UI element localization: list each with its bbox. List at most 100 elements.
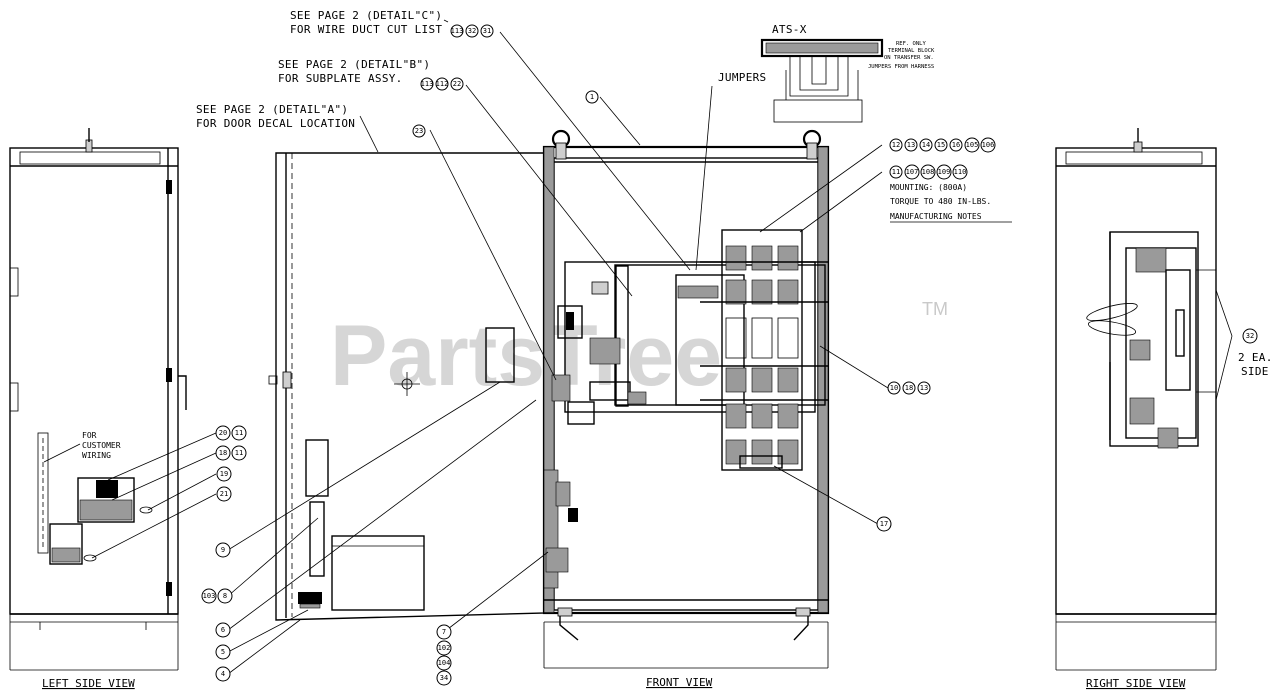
note-detail-b-line1: SEE PAGE 2 (DETAIL"B"): [278, 58, 430, 71]
balloon-32-right: 32: [1242, 328, 1258, 344]
balloon-14: 14: [919, 138, 933, 152]
watermark-tm: TM: [922, 299, 948, 319]
ats-note-terminal-block: TERMINAL BLOCK: [888, 48, 935, 54]
balloon-15: 15: [934, 138, 948, 152]
front-view-label: FRONT VIEW: [646, 676, 713, 689]
balloon-22: 22: [450, 77, 464, 91]
balloon-105: 105: [964, 137, 980, 153]
two-each-label-1: 2 EA.: [1238, 351, 1273, 364]
svg-text:19: 19: [220, 470, 228, 478]
balloon-34: 34: [436, 670, 452, 686]
note-detail-b-line2: FOR SUBPLATE ASSY.: [278, 72, 403, 85]
svg-text:18: 18: [905, 384, 913, 392]
svg-text:102: 102: [438, 644, 451, 652]
svg-text:7: 7: [442, 628, 446, 636]
svg-text:13: 13: [907, 141, 915, 149]
balloon-20: 20: [215, 425, 231, 441]
svg-text:8: 8: [223, 592, 227, 600]
svg-text:11: 11: [235, 449, 243, 457]
balloon-104: 104: [436, 655, 452, 671]
balloon-7: 7: [436, 624, 452, 640]
svg-text:106: 106: [982, 141, 995, 149]
mounting-note-2: TORQUE TO 480 IN-LBS.: [890, 197, 991, 206]
svg-text:22: 22: [453, 80, 461, 88]
svg-text:18: 18: [219, 449, 227, 457]
left-side-view-label: LEFT SIDE VIEW: [42, 677, 135, 690]
svg-text:113: 113: [421, 80, 434, 88]
svg-text:103: 103: [203, 592, 216, 600]
svg-text:32: 32: [468, 27, 476, 35]
customer-wiring-label-1: FOR: [82, 431, 97, 440]
front-view-cabinet: [542, 129, 830, 669]
note-detail-c-line1: SEE PAGE 2 (DETAIL"C"): [290, 9, 442, 22]
svg-text:112: 112: [436, 80, 449, 88]
jumpers-label: JUMPERS: [718, 71, 766, 84]
mounting-note-3: MANUFACTURING NOTES: [890, 212, 982, 221]
customer-wiring-label-2: CUSTOMER: [82, 441, 121, 450]
svg-text:4: 4: [221, 670, 225, 678]
balloon-112: 112: [435, 77, 449, 91]
svg-text:110: 110: [954, 168, 967, 176]
svg-text:109: 109: [938, 168, 951, 176]
balloon-18: 18: [215, 445, 231, 461]
ats-x-label: ATS-X: [772, 23, 807, 36]
svg-text:23: 23: [415, 127, 423, 135]
balloon-5: 5: [215, 644, 231, 660]
svg-text:1: 1: [590, 93, 594, 101]
note-detail-a-line1: SEE PAGE 2 (DETAIL"A"): [196, 103, 348, 116]
balloon-110: 110: [952, 164, 968, 180]
right-side-view-label: RIGHT SIDE VIEW: [1086, 677, 1186, 690]
ats-x-terminal-block: [760, 38, 884, 123]
balloon-12: 12: [889, 138, 903, 152]
svg-text:6: 6: [221, 626, 225, 634]
svg-text:5: 5: [221, 648, 225, 656]
svg-text:10: 10: [890, 384, 898, 392]
balloon-18-right: 18: [902, 381, 916, 395]
svg-text:31: 31: [483, 27, 491, 35]
svg-text:108: 108: [922, 168, 935, 176]
balloon-10: 10: [887, 381, 901, 395]
svg-text:105: 105: [966, 141, 979, 149]
balloon-11-left-b: 11: [231, 445, 247, 461]
svg-text:20: 20: [219, 429, 227, 437]
svg-text:13: 13: [920, 384, 928, 392]
svg-text:9: 9: [221, 546, 225, 554]
svg-text:107: 107: [906, 168, 919, 176]
ats-note-jumpers-harness: JUMPERS FROM HARNESS: [868, 64, 934, 70]
svg-text:34: 34: [440, 674, 448, 682]
balloon-102: 102: [436, 640, 452, 656]
svg-text:16: 16: [952, 141, 960, 149]
ats-note-ref-only: REF. ONLY: [896, 41, 926, 47]
note-detail-a-line2: FOR DOOR DECAL LOCATION: [196, 117, 355, 130]
svg-text:11: 11: [892, 168, 900, 176]
balloon-113b: 113: [420, 77, 434, 91]
balloon-6: 6: [215, 622, 231, 638]
balloon-13: 13: [904, 138, 918, 152]
svg-text:17: 17: [880, 520, 888, 528]
note-detail-c-line2: FOR WIRE DUCT CUT LIST: [290, 23, 442, 36]
balloon-109: 109: [936, 164, 952, 180]
balloon-4: 4: [215, 666, 231, 682]
customer-wiring-label-3: WIRING: [82, 451, 111, 460]
balloon-13-right: 13: [917, 381, 931, 395]
svg-text:14: 14: [922, 141, 930, 149]
balloon-11: 11: [889, 165, 903, 179]
balloon-9: 9: [215, 542, 231, 558]
watermark-text: PartsTree: [330, 308, 722, 404]
transfer-switch-poles: [700, 229, 828, 471]
svg-text:12: 12: [892, 141, 900, 149]
balloon-103: 103: [201, 588, 217, 604]
svg-text:32: 32: [1246, 332, 1254, 340]
balloon-1: 1: [585, 90, 599, 104]
leader-lines: [91, 19, 1233, 675]
balloon-107: 107: [904, 164, 920, 180]
left-side-view: [9, 128, 187, 671]
balloon-19: 19: [216, 466, 232, 482]
mounting-note-1: MOUNTING: (800A): [890, 183, 967, 192]
right-side-view: [1055, 128, 1217, 671]
balloon-23: 23: [412, 124, 426, 138]
svg-text:15: 15: [937, 141, 945, 149]
balloon-11-left-a: 11: [231, 425, 247, 441]
